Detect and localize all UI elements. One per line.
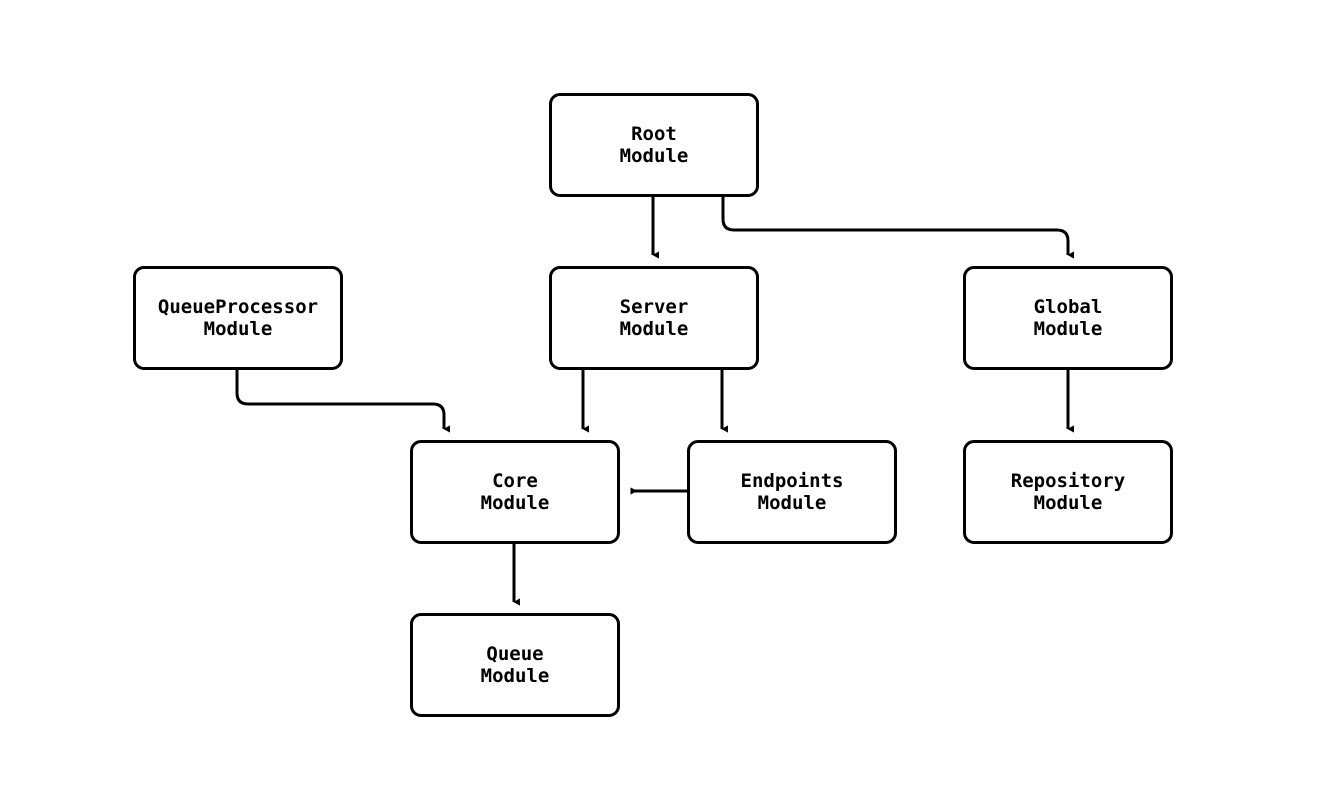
node-queueprocessor[interactable]: QueueProcessor Module	[133, 266, 343, 370]
node-root-label: Root Module	[619, 123, 689, 167]
node-queue-label: Queue Module	[480, 643, 550, 687]
node-core-label: Core Module	[480, 470, 550, 514]
node-endpoints-label: Endpoints Module	[740, 470, 844, 514]
node-server[interactable]: Server Module	[549, 266, 759, 370]
node-repository[interactable]: Repository Module	[963, 440, 1173, 544]
node-server-label: Server Module	[619, 296, 689, 340]
node-root[interactable]: Root Module	[549, 93, 759, 197]
node-core[interactable]: Core Module	[410, 440, 620, 544]
node-repository-label: Repository Module	[1010, 470, 1126, 514]
node-global-label: Global Module	[1033, 296, 1103, 340]
edge-queueprocessor-to-core	[235, 370, 450, 433]
node-queueprocessor-label: QueueProcessor Module	[157, 296, 319, 340]
node-global[interactable]: Global Module	[963, 266, 1173, 370]
node-endpoints[interactable]: Endpoints Module	[687, 440, 897, 544]
node-queue[interactable]: Queue Module	[410, 613, 620, 717]
edge-root-to-global	[721, 197, 1074, 259]
